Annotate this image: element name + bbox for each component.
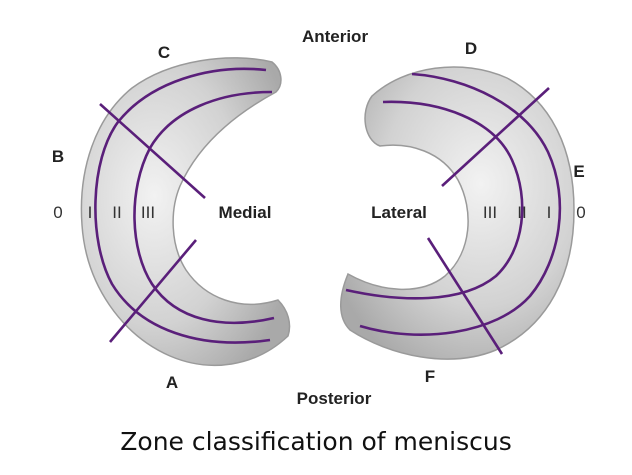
label-a: A [166, 373, 178, 392]
caption: Zone classification of meniscus [120, 427, 511, 456]
lateral-zone-iii: III [483, 203, 497, 222]
medial-radial-line-c [99, 103, 206, 199]
medial-zone-ii: II [112, 203, 121, 222]
medial-zone-i: I [88, 203, 93, 222]
label-posterior: Posterior [297, 389, 372, 408]
medial-zone-line-inner [133, 90, 275, 325]
lateral-zone-line-inner [345, 100, 524, 300]
medial-zone-iii: III [141, 203, 155, 222]
label-b: B [52, 147, 64, 166]
label-f: F [425, 367, 435, 386]
label-e: E [573, 162, 584, 181]
label-c: C [158, 43, 170, 62]
lateral-zone-line-outer [359, 72, 562, 336]
label-anterior: Anterior [302, 27, 369, 46]
label-d: D [465, 39, 477, 58]
label-lateral: Lateral [371, 203, 427, 222]
lateral-zone-0: 0 [576, 203, 585, 222]
lateral-radial-line-d [441, 87, 550, 187]
lateral-zone-i: I [547, 203, 552, 222]
lateral-radial-line-f [426, 237, 504, 355]
lateral-zone-ii: II [517, 203, 526, 222]
medial-zone-line-outer [94, 67, 271, 344]
medial-radial-line-a [109, 239, 197, 343]
lateral-meniscus [340, 66, 575, 360]
label-medial: Medial [219, 203, 272, 222]
medial-zone-0: 0 [53, 203, 62, 222]
